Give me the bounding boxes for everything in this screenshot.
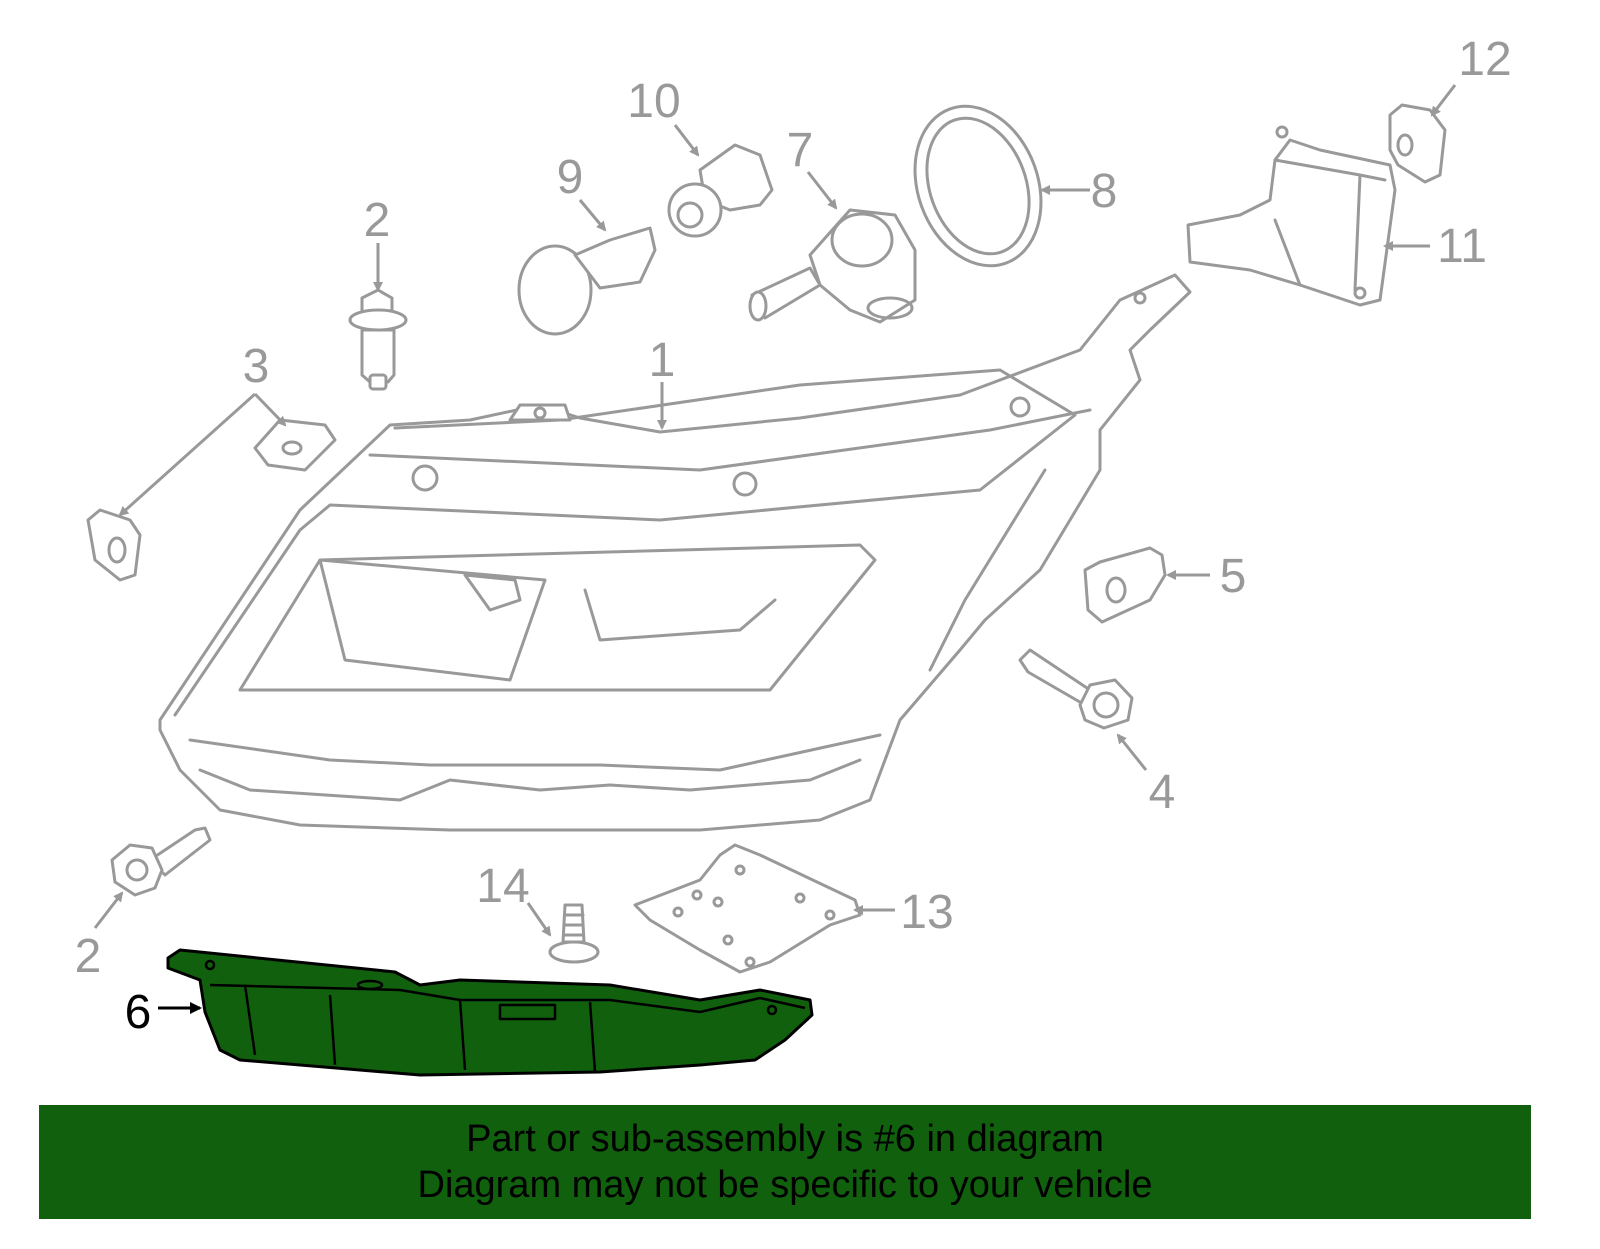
screw-icon[interactable]: [548, 903, 600, 964]
highlighted-part-6[interactable]: [166, 948, 814, 1077]
headlamp-assembly[interactable]: [158, 273, 1192, 832]
callout-5: 5: [1220, 550, 1247, 603]
callout-10: 10: [627, 75, 680, 128]
callout-7: 7: [787, 124, 814, 177]
leader-lines: [93, 84, 1457, 1014]
bulb-icon[interactable]: [517, 226, 657, 336]
callout-1: 1: [649, 334, 676, 387]
callout-4: 4: [1149, 766, 1176, 819]
clip-icon-upper[interactable]: [253, 418, 337, 472]
clip-icon-top-right[interactable]: [1388, 103, 1447, 184]
callout-13: 13: [900, 886, 953, 939]
bulb-socket-icon[interactable]: [667, 143, 774, 238]
callout-12: 12: [1458, 33, 1511, 86]
callout-14: 14: [476, 860, 529, 913]
callout-8: 8: [1091, 165, 1118, 218]
callout-6: 6: [125, 986, 152, 1039]
info-banner: Part or sub-assembly is #6 in diagram Di…: [39, 1105, 1531, 1219]
headlamp-bulb-icon[interactable]: [748, 208, 917, 324]
banner-line-disclaimer: Diagram may not be specific to your vehi…: [417, 1164, 1153, 1206]
callout-3: 3: [243, 340, 270, 393]
callout-9: 9: [557, 151, 584, 204]
mounting-bracket-icon[interactable]: [1186, 125, 1397, 307]
clip-icon-right[interactable]: [1083, 546, 1167, 624]
bolt-icon-right[interactable]: [1018, 648, 1134, 730]
bolt-icon-lower[interactable]: [110, 826, 212, 897]
callout-labels: 1 2 3 4 5 2 6 7 8 9 10 11 12 13 14: [75, 33, 1512, 1039]
seal-ring-icon[interactable]: [894, 88, 1063, 283]
banner-line-part: Part or sub-assembly is #6 in diagram: [466, 1118, 1104, 1160]
clip-icon-lower[interactable]: [86, 508, 142, 582]
callout-2-lower: 2: [75, 930, 102, 983]
callout-11: 11: [1437, 220, 1487, 273]
bolt-icon-upper[interactable]: [348, 288, 408, 391]
mounting-plate-icon[interactable]: [633, 843, 862, 974]
callout-2-upper: 2: [364, 194, 391, 247]
